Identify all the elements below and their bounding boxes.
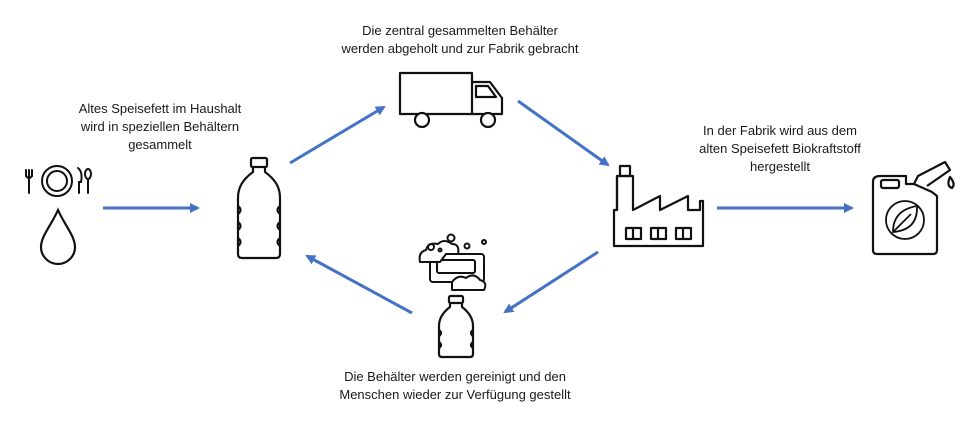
arrow-cleaning-to-bottle (305, 254, 413, 315)
arrow-truck-to-factory (517, 99, 610, 167)
clean-bottle-icon (437, 294, 475, 359)
factory-icon (612, 164, 705, 248)
arrow-factory-to-cleaning (503, 250, 599, 314)
fuel-canister-icon (871, 160, 955, 256)
truck-icon (398, 71, 504, 129)
oil-drop-icon (39, 207, 77, 266)
leaf-icon (885, 200, 925, 240)
transport-step-label: Die zentral gesammelten Behälter werden … (341, 23, 579, 56)
arrow-bottle-to-truck (289, 105, 386, 165)
soap-icon (418, 233, 487, 291)
bottle-icon (236, 156, 282, 260)
household-step-label: Altes Speisefett im Haushalt wird in spe… (78, 101, 242, 152)
factory-step-label: In der Fabrik wird aus dem alten Speisef… (699, 123, 861, 174)
cleaning-step-label: Die Behälter werden gereinigt und den Me… (339, 369, 571, 402)
tableware-icon (25, 165, 92, 197)
